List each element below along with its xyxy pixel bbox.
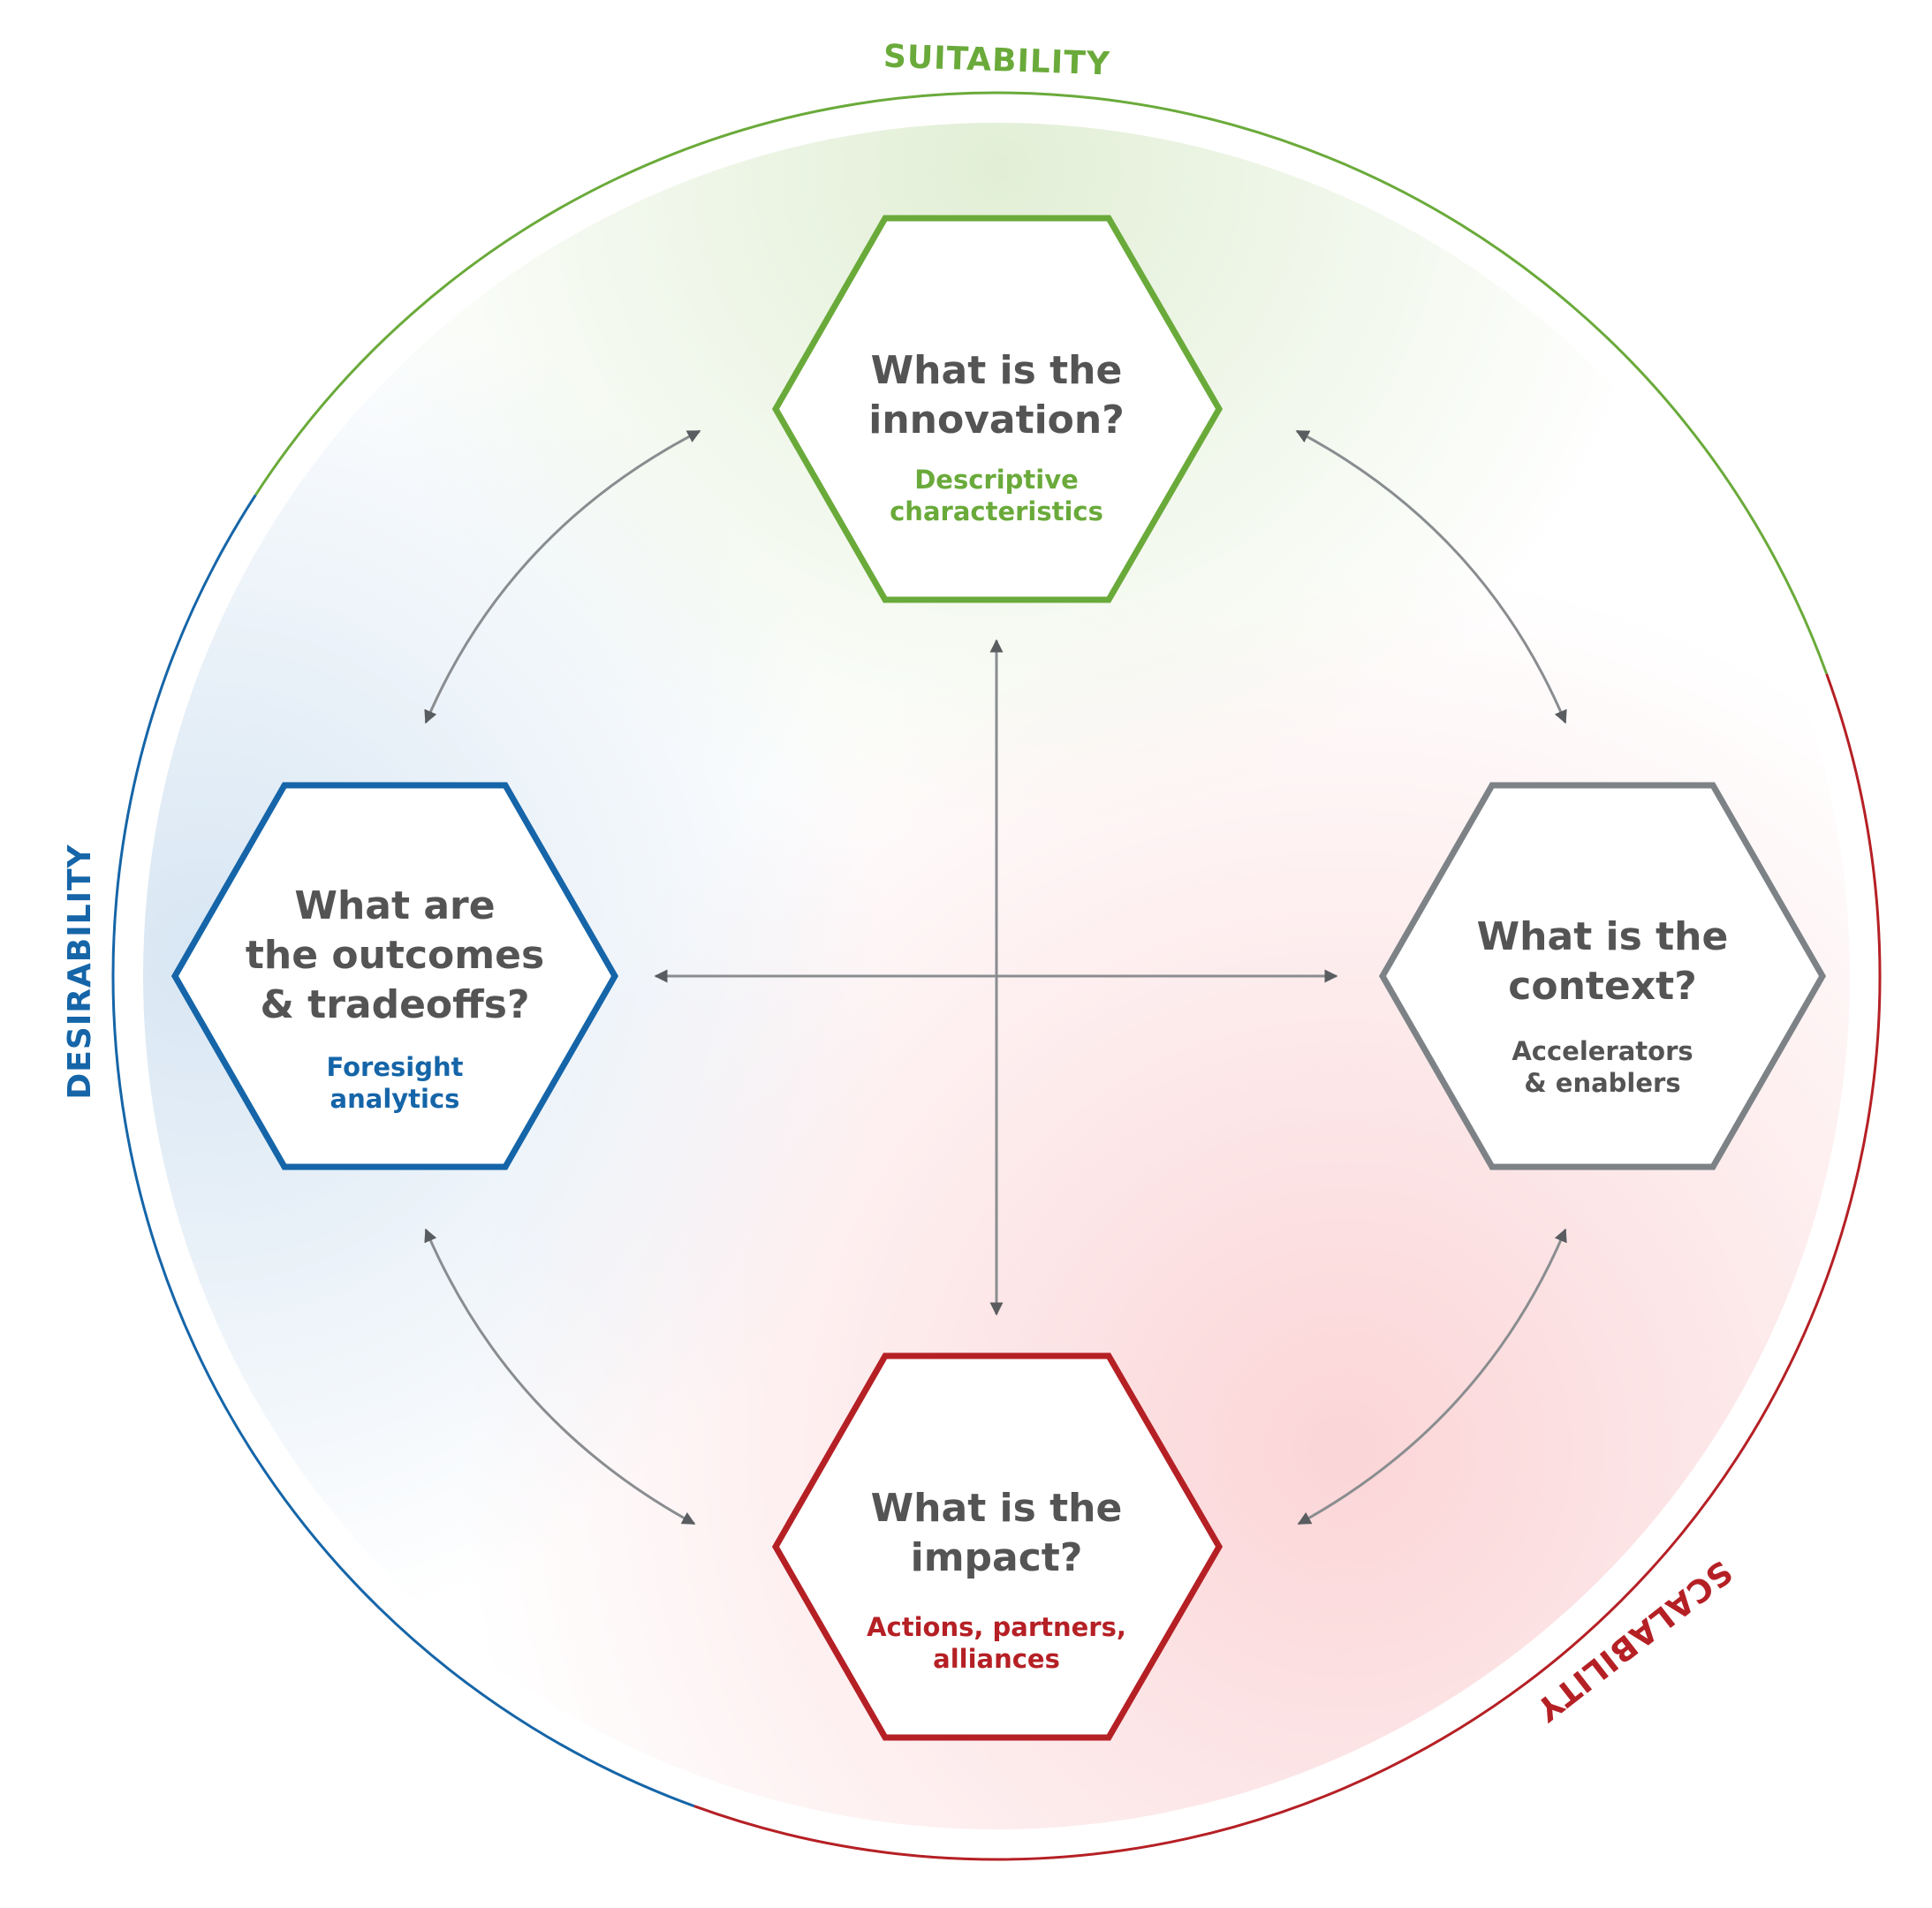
outcomes-subtitle-line1: Foresight	[327, 1052, 464, 1082]
hexagon-outcomes: What are the outcomes & tradeoffs? Fores…	[170, 782, 619, 1170]
outcomes-title-line2: the outcomes	[246, 933, 544, 978]
impact-subtitle-line1: Actions, partners,	[867, 1612, 1126, 1642]
innovation-subtitle-line1: Descriptive	[914, 465, 1079, 495]
impact-subtitle-line2: alliances	[933, 1644, 1060, 1674]
suitability-arc	[254, 91, 1829, 675]
arrow-top-right	[1295, 429, 1567, 724]
suitability-label: SUITABILITY	[883, 39, 1110, 83]
outcomes-title-line3: & tradeoffs?	[260, 982, 529, 1027]
hexagon-innovation: What is the innovation? Descriptive char…	[771, 215, 1224, 603]
context-subtitle-line2: & enablers	[1524, 1068, 1680, 1098]
hexagon-impact-shape	[771, 1352, 1224, 1741]
hexagon-context: What is the context? Accelerators & enab…	[1378, 782, 1827, 1170]
scalability-arc	[693, 673, 1882, 1861]
hexagon-outcomes-shape	[170, 782, 619, 1170]
arrow-top-left	[424, 429, 701, 724]
innovation-subtitle-line2: characteristics	[890, 496, 1103, 526]
outcomes-subtitle-line2: analytics	[330, 1084, 460, 1114]
curved-arrows	[424, 429, 1567, 1526]
hexagon-impact: What is the impact? Actions, partners, a…	[771, 1352, 1224, 1741]
hexagon-context-shape	[1378, 782, 1827, 1170]
desirability-arc	[111, 494, 695, 1808]
innovation-title-line1: What is the	[871, 348, 1123, 393]
impact-title-line2: impact?	[911, 1535, 1083, 1580]
arrow-left-bottom	[424, 1228, 696, 1526]
context-title-line2: context?	[1508, 964, 1696, 1009]
innovation-title-line2: innovation?	[868, 398, 1125, 443]
desirability-label: DESIRABILITY	[62, 844, 98, 1099]
context-subtitle-line1: Accelerators	[1512, 1036, 1693, 1066]
cross-arrows	[654, 639, 1338, 1316]
outcomes-title-line1: What are	[294, 883, 495, 928]
arrow-right-bottom	[1297, 1228, 1567, 1526]
outer-ring	[111, 91, 1882, 1861]
impact-title-line1: What is the	[871, 1486, 1123, 1531]
hexagon-innovation-shape	[771, 215, 1224, 603]
context-title-line1: What is the	[1477, 914, 1729, 959]
